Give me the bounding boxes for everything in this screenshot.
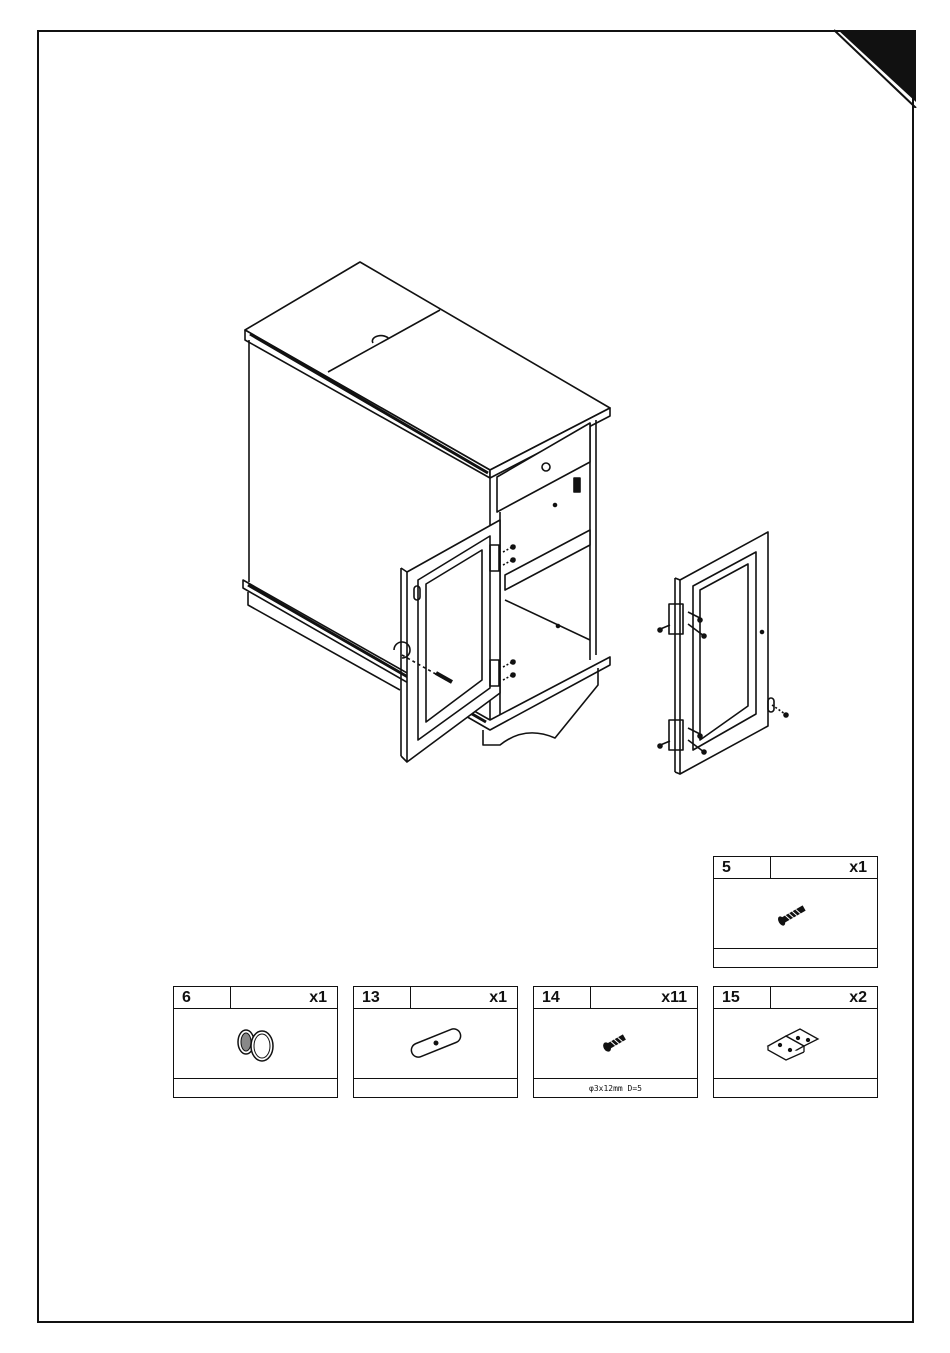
part-spec	[714, 1079, 877, 1098]
part-quantity: x2	[771, 987, 877, 1008]
part-card-14: 14 x11 φ3x12mm D=5	[533, 986, 698, 1098]
assembly-illustration	[0, 0, 950, 840]
screw-icon	[534, 1009, 697, 1078]
part-image	[354, 1009, 517, 1079]
detached-door	[658, 532, 788, 774]
part-header: 13 x1	[354, 987, 517, 1009]
screw-icon	[714, 879, 877, 948]
knob-icon	[174, 1009, 337, 1078]
part-number: 14	[534, 987, 591, 1008]
part-number: 13	[354, 987, 411, 1008]
part-card-6: 6 x1	[173, 986, 338, 1098]
part-image	[534, 1009, 697, 1079]
part-spec	[354, 1079, 517, 1098]
part-number: 5	[714, 857, 771, 878]
part-number: 15	[714, 987, 771, 1008]
part-quantity: x1	[411, 987, 517, 1008]
part-header: 14 x11	[534, 987, 697, 1009]
part-number: 6	[174, 987, 231, 1008]
part-spec: φ3x12mm D=5	[534, 1079, 697, 1098]
part-card-5: 5 x1	[713, 856, 878, 968]
plate-icon	[354, 1009, 517, 1078]
part-header: 5 x1	[714, 857, 877, 879]
part-quantity: x11	[591, 987, 697, 1008]
part-card-15: 15 x2	[713, 986, 878, 1098]
cabinet-interior	[500, 504, 590, 721]
part-quantity: x1	[231, 987, 337, 1008]
part-header: 6 x1	[174, 987, 337, 1009]
part-quantity: x1	[771, 857, 877, 878]
hinge-icon	[714, 1009, 877, 1078]
part-card-13: 13 x1	[353, 986, 518, 1098]
part-image	[174, 1009, 337, 1079]
part-header: 15 x2	[714, 987, 877, 1009]
part-image	[714, 1009, 877, 1079]
part-spec	[714, 949, 877, 968]
part-image	[714, 879, 877, 949]
part-spec	[174, 1079, 337, 1098]
